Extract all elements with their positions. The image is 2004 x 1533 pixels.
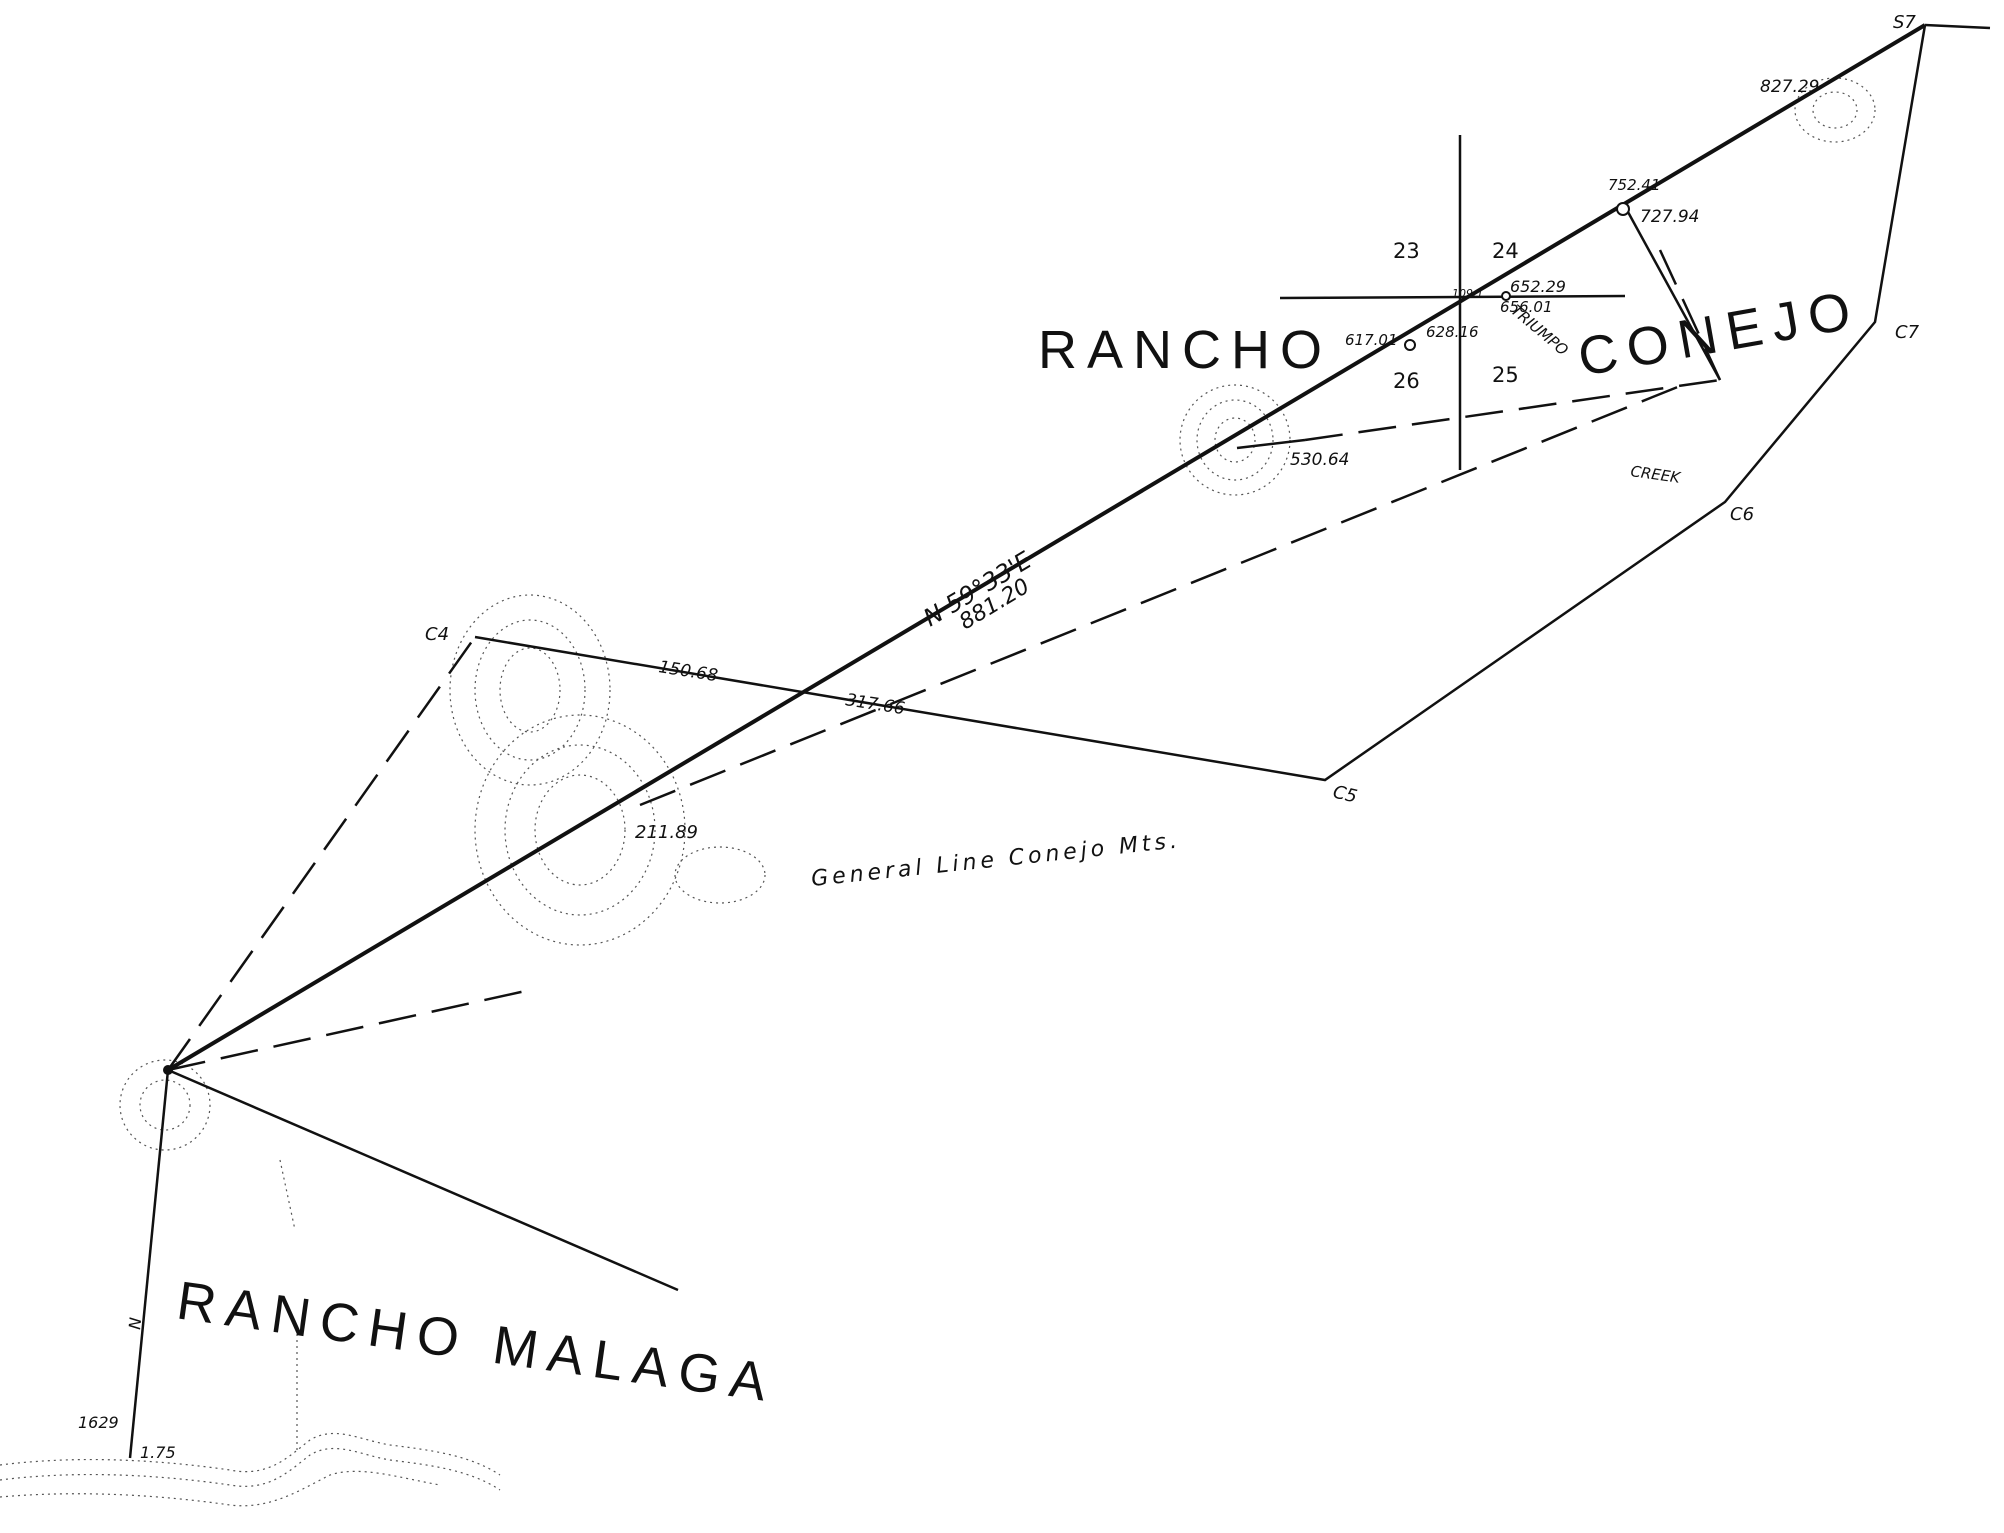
section-26: 26 <box>1393 369 1420 393</box>
north-label: N <box>125 1316 145 1330</box>
distance-727: 727.94 <box>1640 207 1699 227</box>
distance-827: 827.29 <box>1760 77 1819 97</box>
corner-c7: C7 <box>1895 322 1920 343</box>
rancho-conejo-label-a: RANCHO <box>1038 320 1332 380</box>
general-line-label: General Line Conejo Mts. <box>810 828 1182 892</box>
distance-617: 617.01 <box>1345 331 1398 349</box>
distance-656: 656.01 <box>1500 298 1553 316</box>
distance-1629: 1629 <box>78 1413 119 1432</box>
corner-c6: C6 <box>1730 504 1754 525</box>
corner-c5: C5 <box>1331 781 1359 807</box>
distance-1090: 109.1 <box>1452 287 1484 300</box>
distance-628: 628.16 <box>1426 323 1479 341</box>
distance-530: 530.64 <box>1290 450 1349 470</box>
distance-752: 752.41 <box>1608 176 1661 194</box>
creek-label: CREEK <box>1629 462 1682 487</box>
corner-s7: S7 <box>1893 12 1916 33</box>
section-24: 24 <box>1492 239 1519 263</box>
section-25: 25 <box>1492 363 1519 387</box>
distance-175: 1.75 <box>140 1443 176 1462</box>
section-23: 23 <box>1393 239 1420 263</box>
distance-150: 150.68 <box>657 657 719 686</box>
distance-652: 652.29 <box>1510 277 1566 296</box>
distance-317: 317.66 <box>844 690 906 719</box>
dashed-lines <box>166 249 1722 1072</box>
distance-211: 211.89 <box>635 822 698 843</box>
river-lines <box>0 1159 501 1507</box>
survey-markers <box>163 202 1630 1075</box>
rancho-malaga-label: RANCHO MALAGA <box>173 1270 780 1413</box>
corner-c4: C4 <box>425 624 449 645</box>
boundary-lines <box>128 23 1991 1459</box>
